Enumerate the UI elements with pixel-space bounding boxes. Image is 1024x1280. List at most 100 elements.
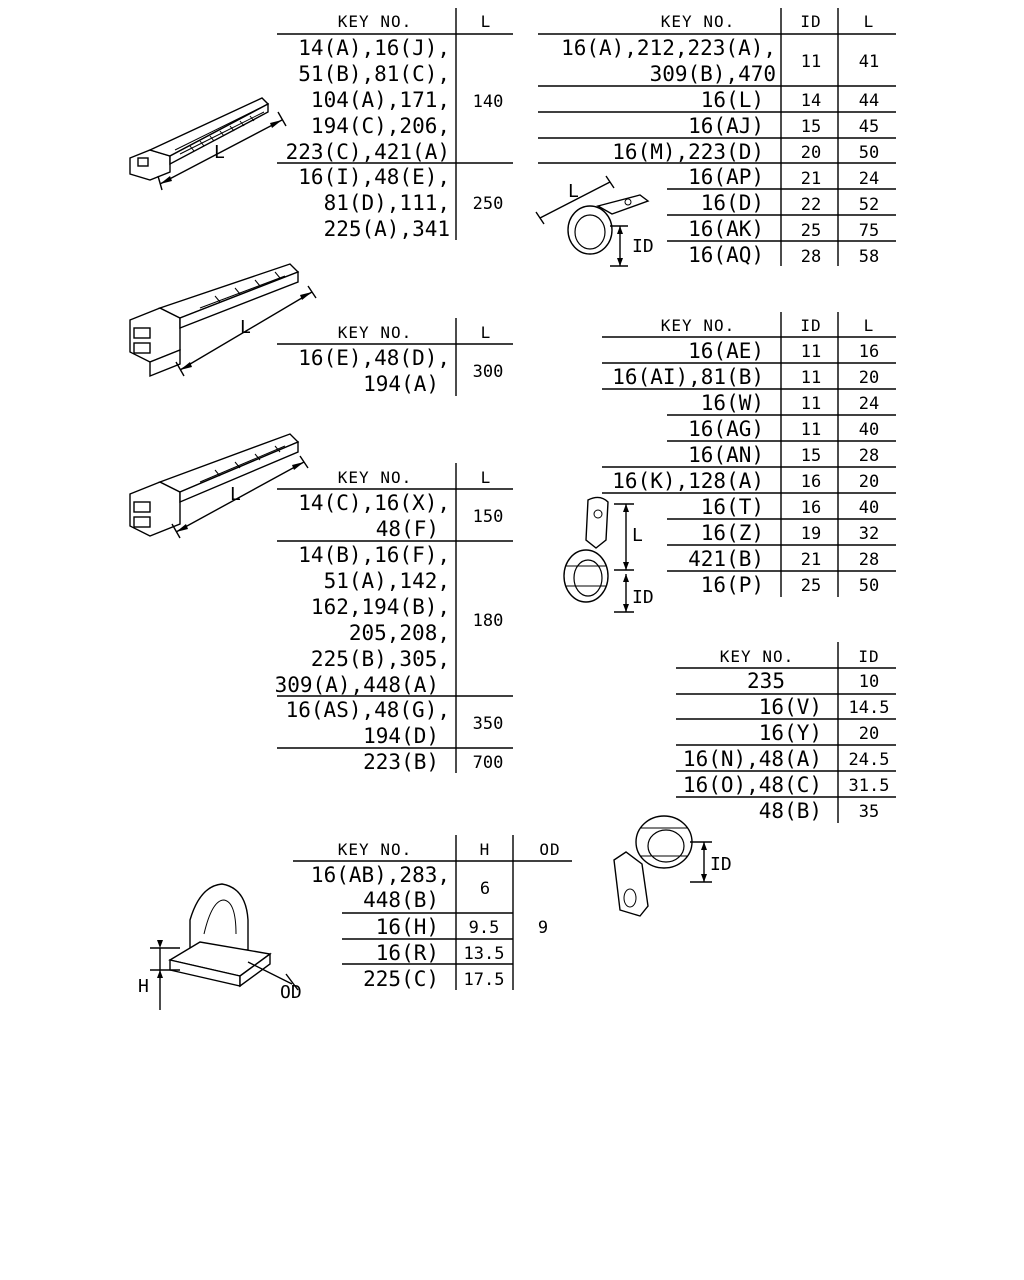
key-line: 225(B),305, — [311, 647, 450, 671]
key-line: 16(K),128(A) — [612, 469, 764, 493]
value-l: 40 — [859, 420, 879, 440]
value-l: 250 — [473, 194, 504, 214]
loop-clamp-drawing: L ID — [535, 175, 654, 267]
hose-clamp-drawing: ID — [613, 815, 732, 917]
dimension-label-l: L — [214, 142, 225, 163]
key-line: 223(B) — [363, 750, 439, 774]
key-line: 225(C) — [363, 967, 439, 991]
key-line: 16(R) — [376, 941, 439, 965]
key-line: 16(O),48(C) — [683, 773, 822, 797]
p-clamp-drawing: L ID — [563, 496, 654, 613]
header-id: ID — [800, 12, 821, 31]
value-id: 10 — [859, 672, 879, 692]
table-p-clamp: KEY NO. ID L 16(AE) 11 16 16(AI),81(B) 1… — [602, 312, 896, 597]
header-id: ID — [858, 647, 879, 666]
value-l: 28 — [859, 550, 879, 570]
header-l: L — [481, 12, 492, 31]
value-l: 700 — [473, 753, 504, 773]
value-l: 50 — [859, 143, 879, 163]
value-id: 11 — [801, 420, 821, 440]
value-l: 75 — [859, 221, 879, 241]
table-cable-tie-l-150-700: KEY NO. L 14(C),16(X), 48(F) 150 14(B),1… — [275, 463, 513, 774]
table-cable-tie-l-140-250: KEY NO. L 14(A),16(J), 51(B),81(C), 104(… — [277, 8, 513, 241]
key-line: 16(A),212,223(A), — [561, 36, 776, 60]
key-line: 16(Z) — [701, 521, 764, 545]
value-id: 11 — [801, 52, 821, 72]
value-id: 16 — [801, 472, 821, 492]
key-line: 309(B),470 — [650, 62, 776, 86]
value-id: 25 — [801, 221, 821, 241]
header-key-no: KEY NO. — [720, 647, 794, 666]
key-line: 81(D),111, — [324, 191, 450, 215]
dimension-label-od: OD — [280, 982, 302, 1003]
value-id: 11 — [801, 394, 821, 414]
key-line: 51(B),81(C), — [298, 62, 450, 86]
value-l: 300 — [473, 362, 504, 382]
key-line: 16(AJ) — [688, 114, 764, 138]
value-l: 28 — [859, 446, 879, 466]
value-h: 6 — [480, 879, 490, 899]
header-key-no: KEY NO. — [661, 12, 735, 31]
table-cable-tie-l-300: KEY NO. L 16(E),48(D), 194(A) 300 — [277, 318, 513, 396]
dimension-label-id: ID — [710, 854, 732, 875]
value-id: 14 — [801, 91, 821, 111]
cable-tie-drawing-2: L — [129, 263, 317, 378]
value-l: 58 — [859, 247, 879, 267]
key-line: 48(F) — [376, 517, 439, 541]
key-line: 448(B) — [363, 888, 439, 912]
header-l: L — [481, 468, 492, 487]
key-line: 16(Y) — [759, 721, 822, 745]
value-od: 9 — [538, 918, 548, 938]
key-line: 194(D) — [363, 724, 439, 748]
key-line: 309(A),448(A) — [275, 673, 439, 697]
key-line: 16(P) — [701, 573, 764, 597]
value-id: 35 — [859, 802, 879, 822]
key-line: 16(AP) — [688, 165, 764, 189]
value-l: 20 — [859, 472, 879, 492]
key-line: 16(E),48(D), — [298, 346, 450, 370]
key-line: 16(H) — [376, 915, 439, 939]
value-id: 15 — [801, 446, 821, 466]
key-line: 223(C),421(A) — [286, 140, 450, 164]
key-line: 104(A),171, — [311, 88, 450, 112]
key-line: 48(B) — [759, 799, 822, 823]
cable-tie-drawing-3: L — [129, 433, 309, 539]
header-key-no: KEY NO. — [338, 840, 412, 859]
value-l: 20 — [859, 368, 879, 388]
key-line: 16(AS),48(G), — [286, 698, 450, 722]
key-line: 14(B),16(F), — [298, 543, 450, 567]
value-id: 11 — [801, 368, 821, 388]
value-id: 15 — [801, 117, 821, 137]
value-id: 31.5 — [849, 776, 890, 796]
value-l: 41 — [859, 52, 879, 72]
header-l: L — [864, 316, 875, 335]
value-id: 20 — [801, 143, 821, 163]
value-l: 52 — [859, 195, 879, 215]
key-line: 16(AI),81(B) — [612, 365, 764, 389]
value-id: 19 — [801, 524, 821, 544]
dimension-label-l: L — [240, 317, 251, 338]
value-l: 150 — [473, 507, 504, 527]
key-line: 16(T) — [701, 495, 764, 519]
value-id: 14.5 — [849, 698, 890, 718]
dimension-label-id: ID — [632, 236, 654, 257]
clip-drawing: H OD — [138, 883, 302, 1010]
dimension-label-l: L — [230, 484, 241, 505]
value-id: 21 — [801, 550, 821, 570]
dimension-label-h: H — [138, 976, 149, 997]
value-id: 24.5 — [849, 750, 890, 770]
value-l: 140 — [473, 92, 504, 112]
key-line: 16(V) — [759, 695, 822, 719]
header-h: H — [480, 840, 491, 859]
key-line: 162,194(B), — [311, 595, 450, 619]
key-line: 225(A),341 — [324, 217, 450, 241]
value-l: 32 — [859, 524, 879, 544]
value-l: 180 — [473, 611, 504, 631]
key-line: 16(AE) — [688, 339, 764, 363]
key-line: 16(AK) — [688, 217, 764, 241]
header-l: L — [481, 323, 492, 342]
dimension-label-l: L — [568, 181, 579, 202]
key-line: 205,208, — [349, 621, 450, 645]
key-line: 16(L) — [701, 88, 764, 112]
